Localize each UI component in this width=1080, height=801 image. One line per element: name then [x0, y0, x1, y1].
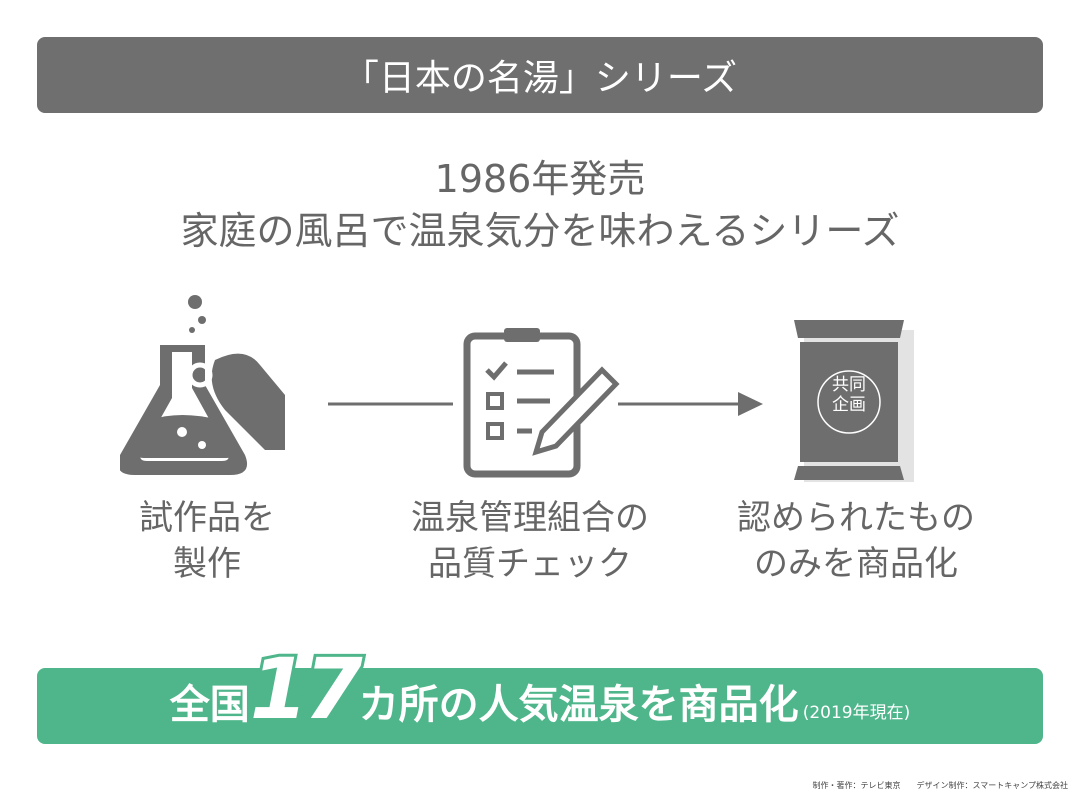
flask-icon: [120, 295, 285, 475]
step-2-label: 温泉管理組合の品質チェック: [411, 498, 649, 584]
step-3-label: 認められたもののみを商品化: [737, 498, 975, 584]
credit-text: 制作・著作：テレビ東京 デザイン制作：スマートキャンプ株式会社: [812, 781, 1068, 790]
header-bar: 「日本の名湯」シリーズ: [37, 37, 1043, 113]
summary-banner: [37, 668, 1043, 744]
arrow: [618, 392, 763, 416]
header-title: 「日本の名湯」シリーズ: [342, 58, 738, 99]
badge-text-2: 企画: [832, 395, 866, 415]
connector-line: [328, 402, 453, 406]
intro-line-2: 家庭の風呂で温泉気分を味わえるシリーズ: [180, 209, 900, 253]
product-package-icon: 共同 企画: [792, 318, 917, 483]
banner-suffix: カ所の人気温泉を商品化: [358, 682, 799, 728]
banner-note: (2019年現在): [802, 703, 911, 723]
banner-prefix: 全国: [169, 682, 250, 728]
clipboard-checklist-icon: [463, 328, 620, 478]
step-1-label: 試作品を製作: [139, 498, 275, 584]
badge-text-1: 共同: [832, 375, 866, 395]
intro-line-1: 1986年発売: [434, 157, 646, 201]
summary-text: 全国17カ所の人気温泉を商品化(2019年現在): [0, 637, 1080, 741]
banner-number: 17: [247, 637, 366, 741]
